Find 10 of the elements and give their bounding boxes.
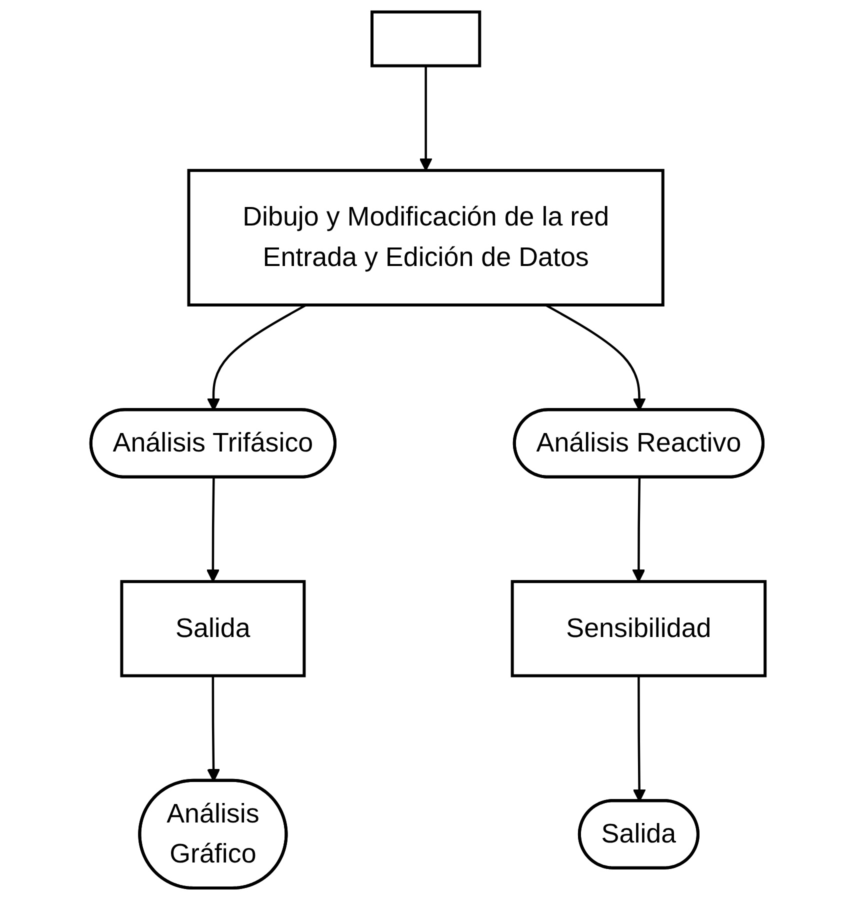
arrow [206, 304, 307, 411]
node-box [370, 10, 482, 68]
arrow [545, 304, 646, 411]
node-box: Salida [120, 580, 306, 678]
arrow [419, 66, 432, 172]
arrow [206, 478, 220, 582]
node-box: Sensibilidad [510, 580, 767, 678]
arrow [632, 676, 646, 802]
arrow [632, 478, 646, 582]
node-box: Dibujo y Modificación de la red Entrada y Edición de Datos [187, 168, 664, 306]
